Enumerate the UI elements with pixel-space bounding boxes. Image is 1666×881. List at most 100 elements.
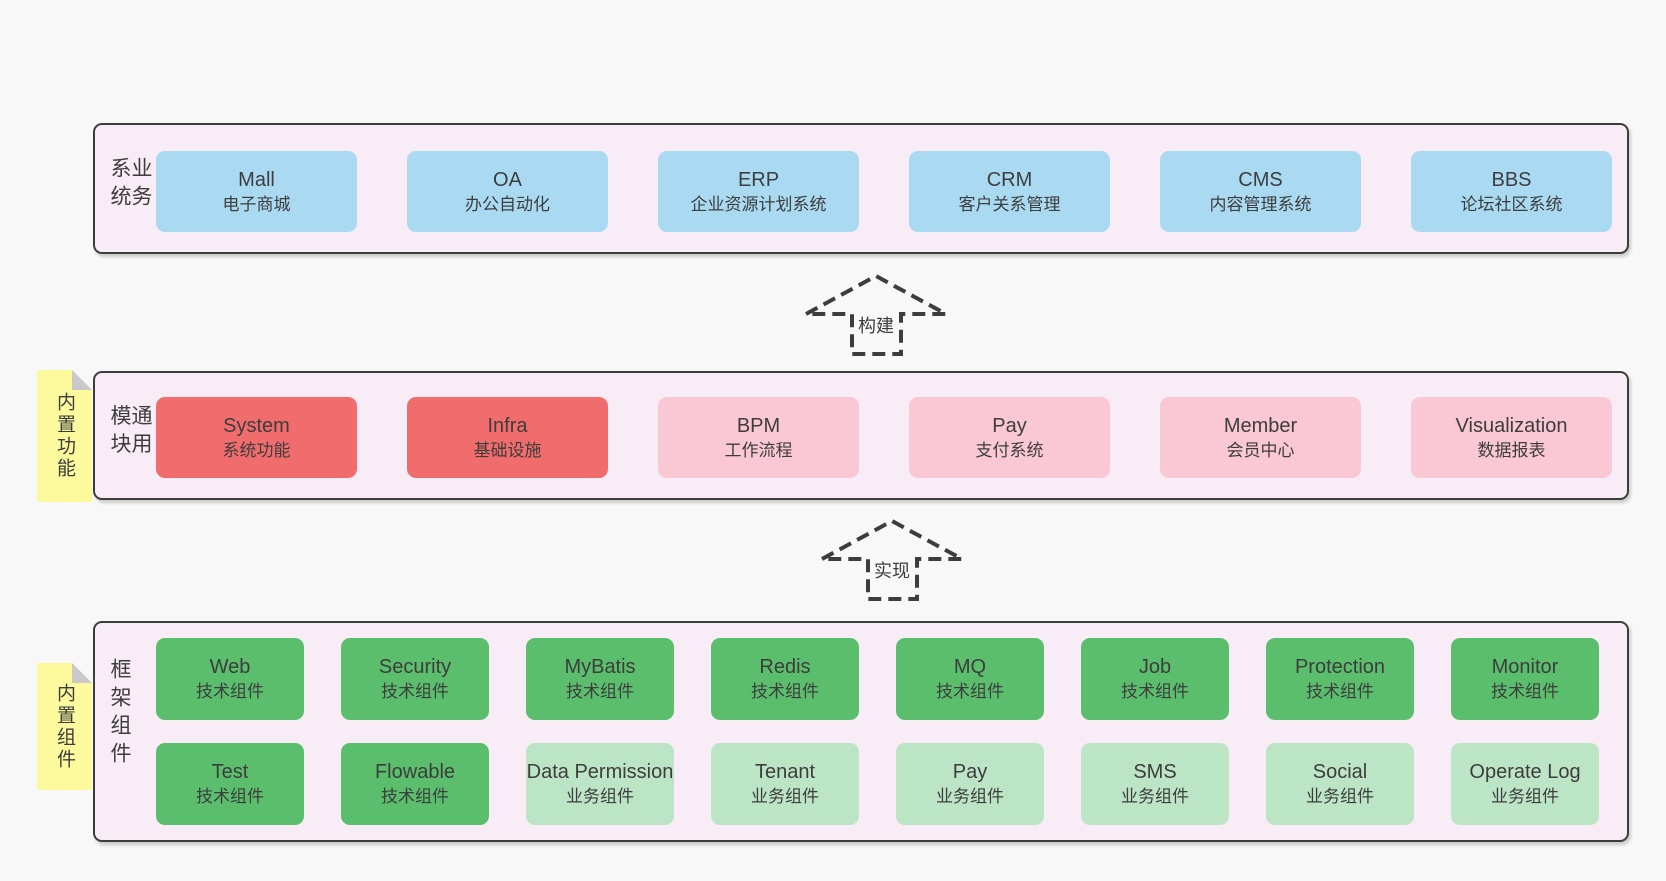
section-label-modules: 通用模块 [108, 404, 152, 461]
box-subtitle: 业务组件 [751, 787, 819, 807]
box-subtitle: 技术组件 [381, 787, 449, 807]
component-box-monitor: Monitor 技术组件 [1451, 638, 1599, 720]
box-title: OA [493, 168, 522, 191]
arrow-label-implement: 实现 [871, 556, 913, 584]
up-arrow-dashed-icon [805, 273, 947, 356]
box-subtitle: 基础设施 [473, 440, 542, 460]
panel-common-modules: 通用模块 System 系统功能 Infra 基础设施 BPM 工作流程 Pay… [93, 371, 1629, 500]
box-title: System [223, 414, 290, 437]
business-box-crm: CRM 客户关系管理 [909, 151, 1110, 232]
box-subtitle: 业务组件 [936, 787, 1004, 807]
box-subtitle: 技术组件 [1306, 682, 1374, 702]
box-title: Protection [1294, 656, 1386, 679]
box-subtitle: 技术组件 [1121, 682, 1189, 702]
panel-business-systems: 业务系统 Mall 电子商城 OA 办公自动化 ERP 企业资源计划系统 CRM… [93, 123, 1629, 254]
module-box-system: System 系统功能 [156, 397, 357, 478]
section-label-components: 框架组件 [108, 657, 131, 770]
box-subtitle: 业务组件 [566, 787, 634, 807]
module-box-member: Member 会员中心 [1160, 397, 1361, 478]
box-title: Tenant [754, 761, 816, 784]
component-box-sms: SMS 业务组件 [1081, 743, 1229, 825]
box-subtitle: 数据报表 [1477, 440, 1546, 460]
up-arrow-dashed-icon [821, 518, 963, 601]
sticky-note-builtin-features: 内置功能 [37, 370, 92, 502]
box-subtitle: 客户关系管理 [958, 194, 1061, 214]
box-title: Flowable [374, 761, 456, 784]
component-box-mybatis: MyBatis 技术组件 [526, 638, 674, 720]
box-subtitle: 办公自动化 [465, 194, 550, 214]
module-box-pay: Pay 支付系统 [909, 397, 1110, 478]
box-title: CMS [1238, 168, 1283, 191]
business-box-erp: ERP 企业资源计划系统 [658, 151, 859, 232]
component-box-redis: Redis 技术组件 [711, 638, 859, 720]
box-title: MQ [953, 656, 987, 679]
arrow-implement: 实现 [821, 518, 963, 602]
component-box-operate-log: Operate Log 业务组件 [1451, 743, 1599, 825]
module-box-infra: Infra 基础设施 [407, 397, 608, 478]
component-box-pay: Pay 业务组件 [896, 743, 1044, 825]
box-subtitle: 技术组件 [196, 787, 264, 807]
sticky-note-builtin-components: 内置组件 [37, 663, 92, 790]
box-subtitle: 系统功能 [222, 440, 291, 460]
box-subtitle: 会员中心 [1226, 440, 1295, 460]
component-box-mq: MQ 技术组件 [896, 638, 1044, 720]
component-box-test: Test 技术组件 [156, 743, 304, 825]
box-title: Test [211, 761, 249, 784]
sticky-label: 内置功能 [54, 392, 75, 480]
box-subtitle: 技术组件 [1491, 682, 1559, 702]
box-title: Member [1223, 414, 1298, 437]
box-subtitle: 业务组件 [1491, 787, 1559, 807]
module-box-bpm: BPM 工作流程 [658, 397, 859, 478]
components-row-1: Web 技术组件 Security 技术组件 MyBatis 技术组件 Redi… [156, 638, 1599, 720]
box-title: Web [209, 656, 251, 679]
box-title: Job [1138, 656, 1172, 679]
component-box-tenant: Tenant 业务组件 [711, 743, 859, 825]
box-title: Data Permission [526, 761, 674, 784]
box-subtitle: 技术组件 [751, 682, 819, 702]
box-subtitle: 论坛社区系统 [1460, 194, 1563, 214]
box-title: Social [1312, 761, 1368, 784]
modules-boxes-row: System 系统功能 Infra 基础设施 BPM 工作流程 Pay 支付系统… [156, 397, 1612, 478]
business-boxes-row: Mall 电子商城 OA 办公自动化 ERP 企业资源计划系统 CRM 客户关系… [156, 151, 1612, 232]
component-box-protection: Protection 技术组件 [1266, 638, 1414, 720]
box-title: BPM [736, 414, 781, 437]
box-subtitle: 技术组件 [566, 682, 634, 702]
arrow-build: 构建 [805, 273, 947, 357]
box-subtitle: 技术组件 [196, 682, 264, 702]
sticky-label: 内置组件 [54, 682, 75, 771]
box-subtitle: 电子商城 [222, 194, 291, 214]
component-box-social: Social 业务组件 [1266, 743, 1414, 825]
box-subtitle: 技术组件 [936, 682, 1004, 702]
box-title: Visualization [1455, 414, 1568, 437]
box-subtitle: 技术组件 [381, 682, 449, 702]
box-subtitle: 企业资源计划系统 [690, 194, 827, 214]
component-box-job: Job 技术组件 [1081, 638, 1229, 720]
business-box-cms: CMS 内容管理系统 [1160, 151, 1361, 232]
box-subtitle: 业务组件 [1306, 787, 1374, 807]
box-title: BBS [1491, 168, 1532, 191]
business-box-mall: Mall 电子商城 [156, 151, 357, 232]
box-title: Pay [992, 414, 1027, 437]
business-box-bbs: BBS 论坛社区系统 [1411, 151, 1612, 232]
panel-framework-components: 框架组件 Web 技术组件 Security 技术组件 MyBatis 技术组件… [93, 621, 1629, 842]
component-box-security: Security 技术组件 [341, 638, 489, 720]
section-label-business: 业务系统 [108, 156, 152, 213]
box-subtitle: 工作流程 [724, 440, 793, 460]
box-title: Redis [759, 656, 811, 679]
box-title: ERP [737, 168, 780, 191]
box-title: Operate Log [1469, 761, 1581, 784]
box-title: Infra [487, 414, 528, 437]
business-box-oa: OA 办公自动化 [407, 151, 608, 232]
box-title: MyBatis [564, 656, 636, 679]
box-title: Pay [952, 761, 988, 784]
box-title: CRM [986, 168, 1033, 191]
box-subtitle: 业务组件 [1121, 787, 1189, 807]
box-title: Security [378, 656, 452, 679]
component-box-data-permission: Data Permission 业务组件 [526, 743, 674, 825]
box-title: Monitor [1491, 656, 1559, 679]
module-box-visualization: Visualization 数据报表 [1411, 397, 1612, 478]
component-box-flowable: Flowable 技术组件 [341, 743, 489, 825]
components-row-2: Test 技术组件 Flowable 技术组件 Data Permission … [156, 743, 1599, 825]
component-box-web: Web 技术组件 [156, 638, 304, 720]
